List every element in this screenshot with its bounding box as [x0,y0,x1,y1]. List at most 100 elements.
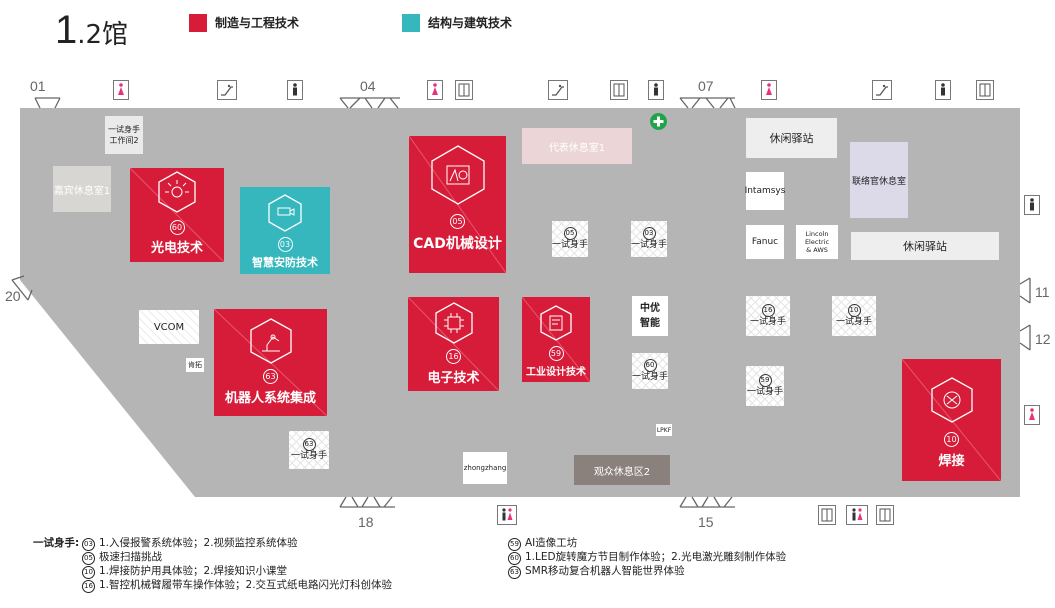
hall-suffix: .2馆 [77,20,129,50]
tryout-booth-63[interactable]: 63 一试身手 [289,431,329,469]
tryout-10-number: 10 [847,304,861,317]
zone-industrial-design-label: 工业设计技术 [526,367,586,378]
zone-cad-number: 05 [450,214,465,229]
zone-optoelectronic-label: 光电技术 [150,241,203,256]
note-number: 16 [82,580,95,593]
note-text: 极速扫描挑战 [99,551,162,563]
male-restroom-icon [1024,195,1040,215]
delegate-lounge: 代表休息室1 [522,128,632,164]
zone-welding[interactable]: 10 焊接 [902,359,1001,481]
tryout-booth-60[interactable]: 60 一试身手 [632,353,668,389]
female-restroom-icon [1024,405,1040,425]
note-text: 1.入侵报警系统体验；2.视频监控系统体验 [99,537,298,549]
female-restroom-icon [761,80,777,100]
zone-optoelectronic-number: 60 [169,220,185,235]
escalator-icon [872,80,892,100]
zone-robot-label: 机器人系统集成 [224,391,316,406]
audience-lounge: 观众休息区2 [574,455,670,485]
tryout-booth-05[interactable]: 05 一试身手 [552,221,588,257]
tryout-booth-03[interactable]: 03 一试身手 [631,221,667,257]
zone-security[interactable]: 03 智慧安防技术 [240,187,330,274]
zone-electronics-number: 16 [446,349,461,364]
booth-lpkf[interactable]: LPKF [656,424,672,436]
optoelectronic-hex-icon [158,171,196,213]
industrial-design-hex-icon [540,305,572,341]
note-number: 59 [508,538,521,551]
booth-fanuc-label: Fanuc [751,237,779,247]
liaison-lounge: 联络官休息室 [850,142,908,218]
booth-vcom[interactable]: VCOM [139,310,199,344]
escalator-icon [217,80,237,100]
note-text: AI造像工坊 [525,537,578,549]
booth-zhongyou[interactable]: 中优 智能 [632,296,668,336]
gate-12-door [1019,324,1031,351]
zone-welding-number: 10 [944,432,959,447]
booth-zhongzhang[interactable]: zhongzhang [463,452,507,484]
male-restroom-icon [287,80,303,100]
elevator-icon [610,80,628,100]
gate-11-label: 11 [1035,284,1050,300]
zone-robot[interactable]: 63 机器人系统集成 [214,309,327,416]
tryout-booth-59[interactable]: 59 一试身手 [746,366,784,406]
female-restroom-icon [427,80,443,100]
elevator-icon [876,505,894,525]
booth-vcom-label: VCOM [153,321,185,333]
page-title: 1.2馆 [55,10,128,51]
booth-intamsys[interactable]: Intamsys [745,172,785,210]
tryout-05-label: 一试身手 [552,240,589,250]
elevator-icon [818,505,836,525]
note-number: 03 [82,538,95,551]
notes-heading: 一试身手: [33,537,80,549]
zone-welding-label: 焊接 [938,454,965,469]
note-number: 05 [82,552,95,565]
zone-robot-number: 63 [263,369,278,384]
gate-15-label: 15 [698,514,714,530]
tryout-16-number: 16 [761,304,775,317]
zone-industrial-design[interactable]: 59 工业设计技术 [522,297,590,382]
gate-07-door [679,97,736,109]
booth-kentuo[interactable]: 肯拓 [186,358,204,372]
note-text: SMR移动复合机器人智能世界体验 [525,565,685,577]
gate-20-label: 20 [5,288,21,304]
note-text: 1.LED旋转魔方节目制作体验；2.光电激光雕刻制作体验 [525,551,787,563]
tryout-60-number: 60 [643,359,657,372]
relax-station-1: 休闲驿站 [746,118,837,158]
booth-zhongzhang-label: zhongzhang [463,464,507,472]
audience-lounge-label: 观众休息区2 [593,466,651,478]
booth-lpkf-label: LPKF [656,426,672,434]
booth-lincoln-electric[interactable]: Lincoln Electric & AWS [796,225,838,259]
tryout-booth-16[interactable]: 16 一试身手 [746,296,790,336]
tryout-60-label: 一试身手 [632,372,669,382]
tryout-63-label: 一试身手 [290,451,327,461]
note-line: 59 AI造像工坊 [508,537,928,551]
electronics-hex-icon [434,302,473,344]
zone-cad[interactable]: 05 CAD机械设计 [409,136,506,273]
gate-11-door [1019,277,1031,304]
welding-hex-icon [930,377,973,423]
note-line: 03 1.入侵报警系统体验；2.视频监控系统体验 [82,537,502,551]
tryout-05-number: 05 [563,227,577,240]
booth-fanuc[interactable]: Fanuc [746,225,784,259]
zone-optoelectronic[interactable]: 60 光电技术 [130,168,224,262]
escalator-icon [548,80,568,100]
zone-security-number: 03 [277,237,293,252]
tryout-10-label: 一试身手 [835,317,872,327]
tryout-booth-10[interactable]: 10 一试身手 [832,296,876,336]
zone-electronics[interactable]: 16 电子技术 [408,297,499,391]
gate-20-door [11,275,33,301]
security-hex-icon [268,194,302,232]
delegate-lounge-label: 代表休息室1 [548,142,606,154]
robot-hex-icon [249,318,292,364]
tryout-03-number: 03 [642,227,656,240]
relax-station-2-label: 休闲驿站 [903,240,947,253]
male-restroom-icon [648,80,664,100]
gate-07-label: 07 [698,78,714,94]
gate-18-label: 18 [358,514,374,530]
tryout-03-label: 一试身手 [631,240,668,250]
booth-kentuo-label: 肯拓 [188,361,202,369]
gate-18-door [339,496,395,508]
zone-industrial-design-number: 59 [548,346,564,361]
